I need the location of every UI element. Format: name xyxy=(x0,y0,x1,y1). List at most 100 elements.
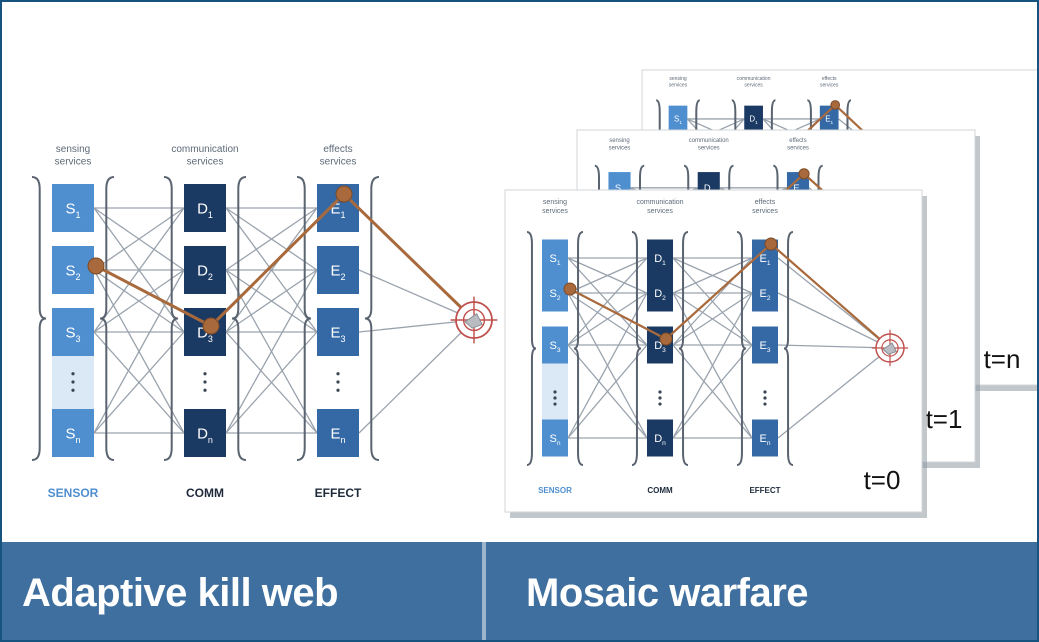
panel-t-1-comm-header-line1: communication xyxy=(689,138,729,144)
akw-link xyxy=(93,207,185,333)
panel-t-0-link xyxy=(672,292,753,346)
panel-t-0-sensor-right-brace xyxy=(573,231,584,466)
panel-t-n-node-d1-label: D1 xyxy=(749,115,758,126)
panel-t-0-target-link xyxy=(777,292,891,349)
akw-link xyxy=(225,207,318,333)
panel-t-0-node-d1-label: D1 xyxy=(654,253,666,267)
akw-effect-header-line1: effects xyxy=(323,144,352,155)
akw-node-d2-label: D2 xyxy=(197,262,213,282)
panel-t-0-node-d2-label: D2 xyxy=(654,288,666,302)
panel-t-n-node-s1-label: S1 xyxy=(674,115,682,126)
akw-node-d1 xyxy=(184,184,226,232)
panel-t-0-target-link xyxy=(777,344,891,349)
panel-t-n-node-s1 xyxy=(668,105,688,133)
panel-t-0-comm-ellipsis-dot xyxy=(658,390,662,394)
panel-t-1-effect-hit-dot xyxy=(798,168,810,180)
mosaic-warfare-title: Mosaic warfare xyxy=(526,570,809,615)
panel-t-0-node-d3 xyxy=(647,326,673,364)
akw-sensor-left-brace xyxy=(31,176,47,461)
panel-t-0-effect-header-line2: services xyxy=(752,208,778,215)
panel-t-0-node-dn-label: Dn xyxy=(654,433,666,447)
panel-t-n-effect-header-line2: services xyxy=(820,82,839,88)
panel-t-0-node-d1 xyxy=(647,239,673,277)
akw-effect-left-brace xyxy=(296,176,312,461)
akw-effect-right-brace xyxy=(364,176,380,461)
panel-t-n-effect-hit-dot xyxy=(830,100,841,110)
akw-node-en-label: En xyxy=(330,425,345,445)
panel-t-0-node-sn-label: Sn xyxy=(549,433,560,447)
panel-t-n-node-e1-label: E1 xyxy=(825,115,833,126)
panel-t-0-node-e2 xyxy=(752,274,778,312)
panel-t-0-node-s3-label: S3 xyxy=(549,340,560,354)
akw-node-dn xyxy=(184,409,226,457)
akw-link xyxy=(225,269,318,434)
panel-t-0-node-s1 xyxy=(542,239,568,277)
akw-comm-header-line1: communication xyxy=(171,144,238,155)
panel-t-0-link xyxy=(567,257,648,346)
panel-t-0-sensor-hit-dot xyxy=(563,282,577,296)
target-vehicle-icon xyxy=(882,342,897,355)
akw-node-sn-label: Sn xyxy=(65,425,80,445)
panel-t-0-node-en xyxy=(752,419,778,457)
akw-sensor-right-brace xyxy=(99,176,115,461)
panel-t-1-time-label: t=1 xyxy=(926,404,963,434)
panel-t-0-effect-footer: EFFECT xyxy=(749,486,780,495)
akw-node-e2 xyxy=(317,246,359,294)
panel-t-0-node-en-label: En xyxy=(759,433,770,447)
adaptive-kill-web: sensingservicesS1S2S3SnSENSORcommunicati… xyxy=(31,144,498,500)
panel-t-1-effect-header-line2: services xyxy=(787,145,809,151)
akw-node-s1 xyxy=(52,184,94,232)
akw-node-s2 xyxy=(52,246,94,294)
panel-t-1-sensor-header-line1: sensing xyxy=(609,138,629,144)
akw-node-d2 xyxy=(184,246,226,294)
panel-t-0-node-s3 xyxy=(542,326,568,364)
akw-comm-ellipsis-dot xyxy=(203,380,207,384)
akw-target-icon xyxy=(450,296,498,344)
panel-t-0-effect-right-brace xyxy=(783,231,794,466)
panel-t-0-link xyxy=(672,292,753,439)
akw-comm-header-line2: services xyxy=(187,157,224,168)
akw-target-link xyxy=(358,319,475,434)
panel-t-0-mesh xyxy=(567,257,891,439)
akw-node-s1-label: S1 xyxy=(65,200,80,220)
akw-node-e3-label: E3 xyxy=(330,324,345,344)
akw-node-d3-label: D3 xyxy=(197,324,213,344)
panel-t-0-effect-hit-dot xyxy=(764,237,778,251)
panel-t-0-effect-left-brace xyxy=(736,231,747,466)
panel-t-0-node-d3-label: D3 xyxy=(654,340,666,354)
akw-effect-header-line2: services xyxy=(320,157,357,168)
panel-t-0-comm-header-line1: communication xyxy=(636,199,683,206)
akw-target-link xyxy=(358,319,475,333)
panel-t-0-comm-left-brace xyxy=(631,231,642,466)
akw-sensor-hit-dot xyxy=(87,257,105,275)
panel-t-0-comm-right-brace xyxy=(678,231,689,466)
panel-t-0-time-label: t=0 xyxy=(864,465,901,495)
akw-link xyxy=(225,269,318,333)
panel-t-0-sensor-left-brace xyxy=(526,231,537,466)
akw-comm-ellipsis-dot xyxy=(203,388,207,392)
panel-t-0-kill-chain-line xyxy=(569,242,891,349)
panel-t-0-link xyxy=(567,344,648,439)
caption-banner: Adaptive kill web Mosaic warfare xyxy=(2,542,1037,640)
panel-t-0-effect-ellipsis-dot xyxy=(763,390,767,394)
mosaic-warfare: sensingservicesS1S2S3SnSENSORcommunicati… xyxy=(504,69,1037,518)
panel-t-0-comm-ellipsis-dot xyxy=(658,402,662,406)
akw-node-s3-label: S3 xyxy=(65,324,80,344)
akw-effect-ellipsis-dot xyxy=(336,380,340,384)
akw-comm-right-brace xyxy=(231,176,247,461)
panel-t-0-effect-ellipsis-dot xyxy=(763,396,767,400)
akw-target-link xyxy=(358,269,475,321)
akw-comm-hit-dot xyxy=(202,317,220,335)
panel-t-0-target-link xyxy=(777,347,891,439)
akw-node-d1-label: D1 xyxy=(197,200,213,220)
panel-t-0-link xyxy=(672,257,753,294)
panel-t-0-node-e1-label: E1 xyxy=(759,253,770,267)
akw-link xyxy=(93,269,185,434)
akw-node-e3 xyxy=(317,308,359,356)
akw-node-s3 xyxy=(52,308,94,356)
akw-kill-chain-line xyxy=(95,191,476,328)
akw-link xyxy=(93,331,185,434)
akw-mesh xyxy=(93,207,475,434)
